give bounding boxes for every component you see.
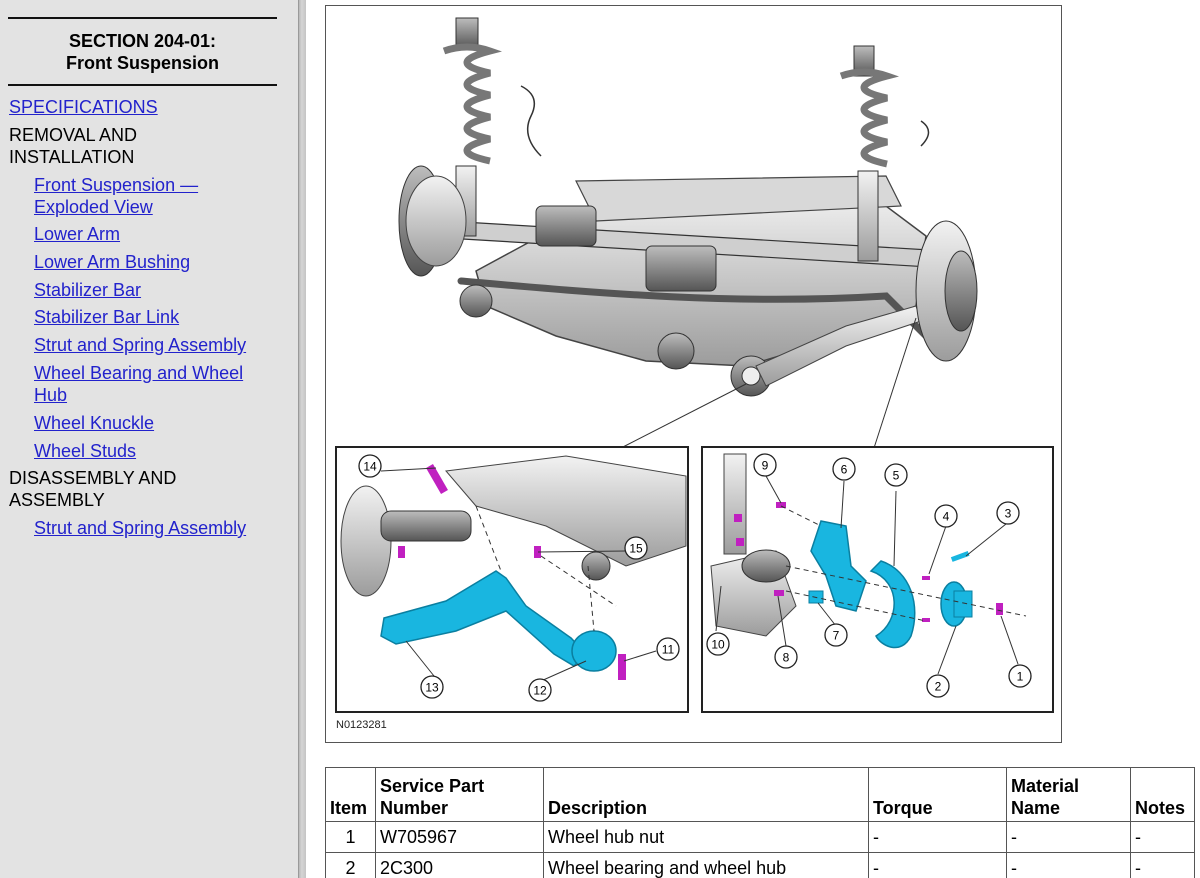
col-notes: Notes: [1130, 767, 1195, 822]
sidebar-splitter[interactable]: [298, 0, 306, 878]
sidebar-title-rule: [8, 84, 277, 86]
nav-wheel-bearing-hub[interactable]: Wheel Bearing and Wheel Hub: [34, 363, 244, 405]
cell-material: -: [1006, 821, 1131, 853]
svg-text:3: 3: [1005, 507, 1012, 521]
wheel-hub-detail-box: [701, 446, 1054, 713]
callout-10: 10: [706, 632, 730, 656]
nav-lower-arm-bushing[interactable]: Lower Arm Bushing: [34, 252, 191, 272]
cell-torque: -: [868, 821, 1007, 853]
svg-text:7: 7: [833, 629, 840, 643]
nav-front-suspension-exploded-view[interactable]: Front Suspension — Exploded View: [34, 175, 199, 217]
sidebar: SECTION 204-01: Front Suspension SPECIFI…: [0, 0, 298, 878]
nav-wheel-knuckle[interactable]: Wheel Knuckle: [34, 413, 155, 433]
cell-torque: -: [868, 852, 1007, 878]
nav-heading-removal-installation: REMOVAL AND INSTALLATION: [9, 125, 138, 167]
svg-text:9: 9: [762, 459, 769, 473]
table-row: 2 2C300 Wheel bearing and wheel hub - - …: [325, 852, 1195, 878]
callout-4: 4: [934, 504, 958, 528]
col-item: Item: [325, 767, 376, 822]
callout-2: 2: [926, 674, 950, 698]
callout-3: 3: [996, 501, 1020, 525]
cell-notes: -: [1130, 852, 1195, 878]
callout-9: 9: [753, 453, 777, 477]
right-strut-spring: [839, 45, 978, 362]
svg-text:8: 8: [783, 651, 790, 665]
nav-strut-spring-assembly-disassembly[interactable]: Strut and Spring Assembly: [34, 518, 247, 538]
svg-text:1: 1: [1017, 670, 1024, 684]
callout-1: 1: [1008, 664, 1032, 688]
table-row: 1 W705967 Wheel hub nut - - -: [325, 821, 1195, 853]
svg-text:15: 15: [629, 542, 643, 556]
sidebar-top-rule: [8, 17, 277, 19]
callout-12: 12: [528, 678, 552, 702]
col-description: Description: [543, 767, 869, 822]
nav-wheel-studs[interactable]: Wheel Studs: [34, 441, 137, 461]
callout-11: 11: [656, 637, 680, 661]
nav-stabilizer-bar[interactable]: Stabilizer Bar: [34, 280, 142, 300]
callout-labels: 14 15 13 12 11 9 6 5 4 3 10 8 7 2 1: [358, 453, 1032, 702]
callout-15: 15: [624, 536, 648, 560]
nav-strut-spring-assembly[interactable]: Strut and Spring Assembly: [34, 335, 247, 355]
svg-text:13: 13: [425, 681, 439, 695]
section-title: SECTION 204-01: Front Suspension: [66, 31, 219, 73]
svg-text:11: 11: [662, 643, 675, 657]
svg-text:12: 12: [533, 684, 547, 698]
svg-text:5: 5: [893, 469, 900, 483]
callout-14: 14: [358, 454, 382, 478]
nav-heading-disassembly-assembly: DISASSEMBLY AND ASSEMBLY: [9, 468, 177, 510]
callout-6: 6: [832, 457, 856, 481]
parts-table: Item Service Part Number Description Tor…: [325, 767, 1195, 878]
col-material-name: Material Name: [1006, 767, 1131, 822]
cell-item: 1: [325, 821, 376, 853]
nav-stabilizer-bar-link[interactable]: Stabilizer Bar Link: [34, 307, 180, 327]
cell-description: Wheel bearing and wheel hub: [543, 852, 869, 878]
suspension-illustration: 14 15 13 12 11 9 6 5 4 3 10 8 7 2 1: [335, 17, 1054, 713]
svg-text:4: 4: [943, 510, 950, 524]
table-header-row: Item Service Part Number Description Tor…: [325, 767, 1195, 822]
callout-13: 13: [420, 675, 444, 699]
svg-text:10: 10: [711, 638, 725, 652]
front-subframe-assembly: [445, 175, 947, 397]
cell-notes: -: [1130, 821, 1195, 853]
cell-item: 2: [325, 852, 376, 878]
callout-7: 7: [824, 623, 848, 647]
cell-description: Wheel hub nut: [543, 821, 869, 853]
callout-5: 5: [884, 463, 908, 487]
svg-text:14: 14: [363, 460, 377, 474]
col-torque: Torque: [868, 767, 1007, 822]
cell-part: 2C300: [375, 852, 544, 878]
svg-text:2: 2: [935, 680, 942, 694]
exploded-view-figure: 14 15 13 12 11 9 6 5 4 3 10 8 7 2 1 N0123281: [325, 5, 1062, 743]
cell-material: -: [1006, 852, 1131, 878]
nav-specifications[interactable]: SPECIFICATIONS: [9, 97, 158, 117]
figure-id: N0123281: [336, 719, 387, 731]
lower-arm-detail-box: [335, 446, 689, 713]
svg-text:6: 6: [841, 463, 848, 477]
cell-part: W705967: [375, 821, 544, 853]
col-service-part-number: Service Part Number: [375, 767, 544, 822]
nav-lower-arm[interactable]: Lower Arm: [34, 224, 121, 244]
left-strut-spring: [398, 17, 542, 277]
callout-8: 8: [774, 645, 798, 669]
